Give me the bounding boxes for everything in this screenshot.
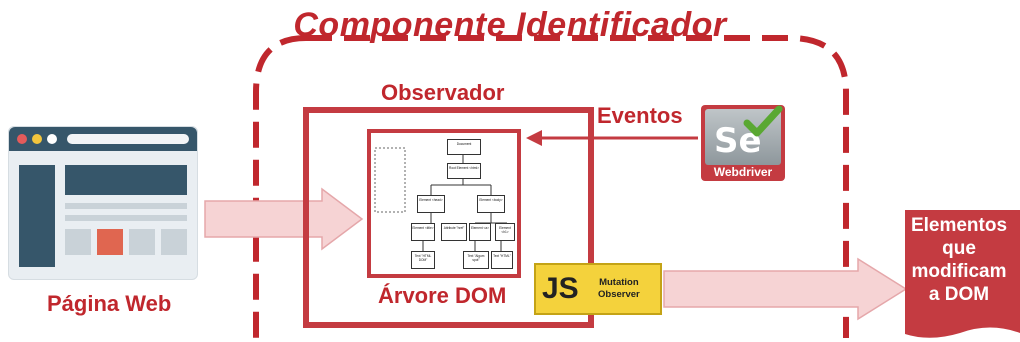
mutation-observer-label: Mutation Observer bbox=[598, 277, 640, 301]
dom-tree-node: Element <body> bbox=[477, 195, 505, 213]
checkmark-icon bbox=[743, 105, 783, 137]
js-mutation-observer-icon: JS Mutation Observer bbox=[534, 263, 662, 315]
diagram-title: Componente Identificador bbox=[293, 6, 727, 44]
browser-urlbar bbox=[67, 134, 189, 144]
output-line: que bbox=[942, 238, 976, 259]
dom-tree-node: Element <title> bbox=[411, 223, 435, 241]
browser-block-highlight bbox=[97, 229, 123, 255]
webpage-label: Página Web bbox=[47, 291, 172, 316]
dom-tree-node: Root Element <html> bbox=[447, 163, 481, 179]
selenium-webdriver-icon: Se Webdriver bbox=[701, 105, 785, 181]
webdriver-label: Webdriver bbox=[713, 165, 773, 179]
dom-tree-node: Text "HTML DOM" bbox=[411, 251, 435, 269]
browser-block bbox=[129, 229, 155, 255]
observer-box bbox=[303, 107, 594, 328]
browser-dot-green bbox=[47, 134, 57, 144]
mutation-observer-line1: Mutation bbox=[599, 277, 639, 288]
output-line: a DOM bbox=[928, 284, 990, 305]
browser-banner bbox=[65, 165, 187, 195]
dom-tree-node: Text "HTML" bbox=[491, 251, 513, 269]
webpage-icon bbox=[8, 126, 198, 280]
browser-text-line bbox=[65, 215, 187, 221]
js-logo-text: JS bbox=[542, 272, 579, 305]
mutation-observer-line2: Observer bbox=[598, 289, 640, 300]
dom-tree-node: Attribute "href" bbox=[441, 223, 467, 241]
output-line: modificam bbox=[911, 261, 1007, 282]
browser-block bbox=[161, 229, 187, 255]
browser-dot-red bbox=[17, 134, 27, 144]
dom-tree-node: Document bbox=[447, 139, 481, 155]
html-source-snippet bbox=[374, 147, 406, 213]
browser-block bbox=[65, 229, 91, 255]
browser-text-line bbox=[65, 203, 187, 209]
dom-tree-node: Text "Algum spot" bbox=[463, 251, 489, 269]
browser-dot-yellow bbox=[32, 134, 42, 144]
browser-sidebar bbox=[19, 165, 55, 267]
events-arrow-head bbox=[526, 130, 542, 146]
dom-tree-node: Element <head> bbox=[417, 195, 445, 213]
output-arrow bbox=[663, 257, 908, 321]
observer-label: Observador bbox=[381, 80, 505, 105]
dom-tree-label: Árvore DOM bbox=[378, 283, 507, 308]
input-arrow bbox=[204, 187, 364, 251]
output-line: Elementos bbox=[910, 215, 1008, 236]
output-label: Elementos que modificam a DOM bbox=[900, 214, 1018, 306]
events-label: Eventos bbox=[597, 103, 683, 128]
dom-tree-node: Element <h1> bbox=[495, 223, 515, 241]
dom-tree-node: Element <a> bbox=[469, 223, 491, 241]
selenium-logo-bg: Se bbox=[705, 105, 783, 165]
